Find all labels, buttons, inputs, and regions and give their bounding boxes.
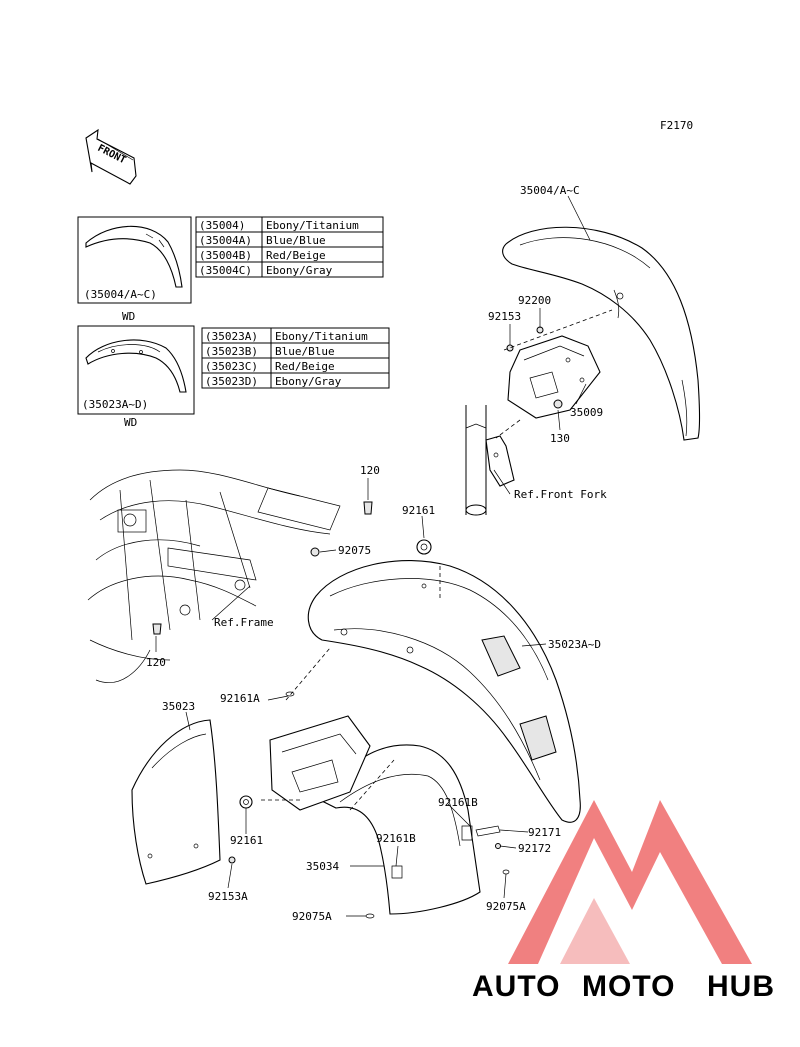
nut-92075A-left bbox=[365, 913, 375, 919]
callout-92075A-right: 92075A bbox=[486, 900, 526, 913]
bolt-130 bbox=[553, 399, 563, 409]
front-fender-sub: WD bbox=[122, 310, 135, 323]
front-fender-color-table: (35004) Ebony/Titanium (35004A) Blue/Blu… bbox=[195, 216, 384, 278]
table-row-code: (35004A) bbox=[199, 234, 252, 247]
rear-fender-thumbnail bbox=[85, 339, 187, 393]
callout-35023AD: 35023A~D bbox=[548, 638, 601, 651]
bolt-120-top bbox=[363, 501, 373, 515]
watermark-text-moto: MOTO bbox=[582, 970, 675, 1003]
nut-92075 bbox=[310, 547, 320, 557]
table-row-code: (35023D) bbox=[205, 375, 258, 388]
grommet-92161-top bbox=[416, 539, 432, 555]
callout-92200: 92200 bbox=[518, 294, 551, 307]
table-row-color: Blue/Blue bbox=[266, 234, 326, 247]
grommet-92161A bbox=[285, 691, 295, 697]
front-fork-ref bbox=[465, 405, 515, 516]
table-row-color: Ebony/Gray bbox=[275, 375, 342, 388]
rear-fender-part bbox=[307, 560, 581, 823]
front-fender-caption: (35004/A~C) bbox=[84, 288, 157, 301]
table-row-code: (35023C) bbox=[205, 360, 258, 373]
table-row-color: Ebony/Titanium bbox=[266, 219, 359, 232]
rear-fender-caption: (35023A~D) bbox=[82, 398, 148, 411]
pad-92161B-upper bbox=[461, 825, 473, 841]
callout-92172: 92172 bbox=[518, 842, 551, 855]
callout-labels: 35004/A~C 92200 92153 35009 130 Ref.Fron… bbox=[146, 184, 607, 923]
table-row-color: Ebony/Titanium bbox=[275, 330, 368, 343]
triangle-m-logo-icon bbox=[508, 800, 752, 964]
watermark: AUTO MOTO HUB bbox=[472, 800, 775, 1003]
rivet-92172 bbox=[495, 843, 501, 849]
grommet-92161-low bbox=[239, 795, 253, 809]
bolt-92153A bbox=[228, 856, 236, 864]
callout-92075-top: 92075 bbox=[338, 544, 371, 557]
fender-bracket-part bbox=[507, 335, 601, 419]
callout-35009: 35009 bbox=[570, 406, 603, 419]
table-row-color: Red/Beige bbox=[275, 360, 335, 373]
watermark-text-hub: HUB bbox=[707, 970, 775, 1003]
inset-rear-fender: (35023A~D) WD (35023A) Ebony/Titanium (3… bbox=[77, 325, 390, 429]
clip-92171 bbox=[475, 825, 501, 837]
side-cover-part bbox=[131, 719, 221, 885]
table-row-color: Blue/Blue bbox=[275, 345, 335, 358]
rear-fender-color-table: (35023A) Ebony/Titanium (35023B) Blue/Bl… bbox=[201, 327, 390, 389]
bolt-92153 bbox=[506, 344, 514, 352]
callout-92161B-upper: 92161B bbox=[438, 796, 478, 809]
front-fender-thumbnail bbox=[85, 225, 183, 288]
front-fender-part bbox=[502, 226, 701, 441]
pad-92161B-lower bbox=[391, 865, 403, 879]
watermark-text-auto: AUTO bbox=[472, 970, 560, 1003]
callout-120-top: 120 bbox=[360, 464, 380, 477]
nut-92075A-right bbox=[502, 869, 510, 875]
callout-92161B-lower: 92161B bbox=[376, 832, 416, 845]
frame-ref-part bbox=[87, 469, 341, 683]
table-row-code: (35004) bbox=[199, 219, 245, 232]
table-row-code: (35023B) bbox=[205, 345, 258, 358]
callout-35034: 35034 bbox=[306, 860, 339, 873]
inset-front-fender: (35004/A~C) WD (35004) Ebony/Titanium (3… bbox=[77, 216, 384, 323]
table-row-code: (35004C) bbox=[199, 264, 252, 277]
diagram-code: F2170 bbox=[660, 119, 693, 132]
table-row-color: Ebony/Gray bbox=[266, 264, 333, 277]
callout-92171: 92171 bbox=[528, 826, 561, 839]
front-arrow-icon: FRONT bbox=[85, 128, 137, 185]
callout-92153: 92153 bbox=[488, 310, 521, 323]
callout-ref-frame: Ref.Frame bbox=[214, 616, 274, 629]
table-row-color: Red/Beige bbox=[266, 249, 326, 262]
front-fender-assembly bbox=[465, 226, 701, 516]
callout-92161-low: 92161 bbox=[230, 834, 263, 847]
callout-35004: 35004/A~C bbox=[520, 184, 580, 197]
callout-35023: 35023 bbox=[162, 700, 195, 713]
callout-92161-top: 92161 bbox=[402, 504, 435, 517]
table-row-code: (35004B) bbox=[199, 249, 252, 262]
callout-ref-front-fork: Ref.Front Fork bbox=[514, 488, 607, 501]
leader-lines bbox=[155, 195, 591, 917]
callout-92153A: 92153A bbox=[208, 890, 248, 903]
rear-fender-sub: WD bbox=[124, 416, 137, 429]
callout-120-bottom: 120 bbox=[146, 656, 166, 669]
callout-92161A: 92161A bbox=[220, 692, 260, 705]
callout-130: 130 bbox=[550, 432, 570, 445]
fender-stay-part bbox=[269, 715, 481, 915]
callout-92075A-left: 92075A bbox=[292, 910, 332, 923]
bolt-120-bottom bbox=[152, 623, 162, 635]
table-row-code: (35023A) bbox=[205, 330, 258, 343]
